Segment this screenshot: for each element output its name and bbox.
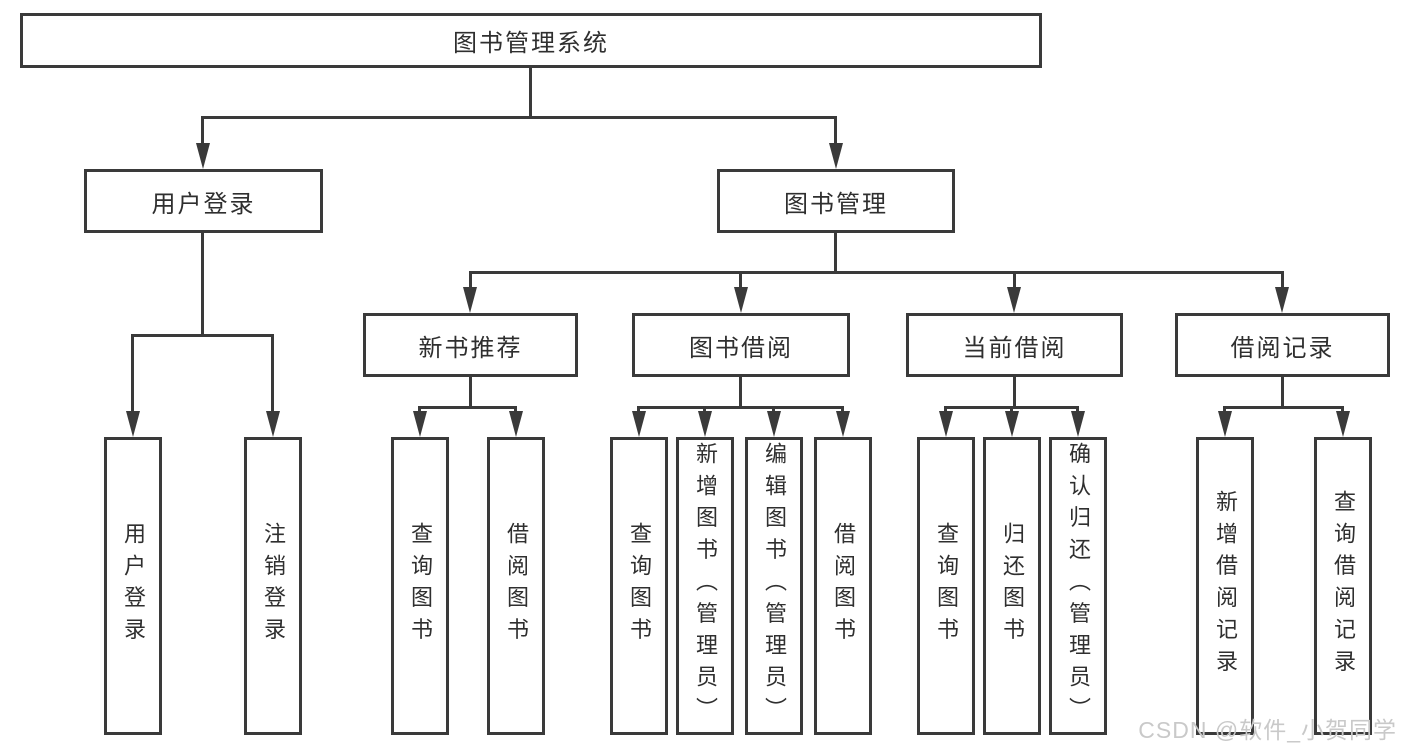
- node-label: 图书管理: [784, 190, 888, 218]
- node-label: 查询借阅记录: [1331, 490, 1356, 682]
- node-label: 查询图书: [408, 522, 433, 650]
- node-new-book-recommend: 新书推荐: [363, 313, 578, 377]
- arrow-down-icon: [632, 411, 646, 437]
- node-edit-books-admin: 编辑图书（管理员）: [745, 437, 803, 735]
- connector-line: [529, 68, 532, 117]
- connector-line: [1013, 376, 1016, 408]
- node-add-books-admin: 新增图书（管理员）: [676, 437, 734, 735]
- connector-line: [739, 271, 742, 291]
- arrow-down-icon: [698, 411, 712, 437]
- node-query-books-2: 查询图书: [610, 437, 668, 735]
- connector-line: [469, 271, 1284, 274]
- connector-line: [739, 376, 742, 408]
- connector-line: [271, 334, 274, 414]
- node-label: 借阅记录: [1230, 334, 1335, 362]
- arrow-down-icon: [266, 411, 280, 437]
- node-label: 图书管理系统: [453, 30, 609, 57]
- node-label: 图书借阅: [689, 334, 793, 362]
- node-current-borrowing: 当前借阅: [906, 313, 1123, 377]
- connector-line: [834, 116, 837, 146]
- connector-line: [834, 232, 837, 273]
- node-label: 归还图书: [1000, 522, 1025, 650]
- node-add-borrow-record: 新增借阅记录: [1196, 437, 1254, 735]
- node-borrow-books-1: 借阅图书: [487, 437, 545, 735]
- node-label: 查询图书: [934, 522, 959, 650]
- connector-line: [637, 406, 844, 409]
- arrow-down-icon: [1275, 287, 1289, 313]
- node-label: 新增图书（管理员）: [693, 442, 718, 730]
- node-query-books-3: 查询图书: [917, 437, 975, 735]
- connector-line: [418, 406, 517, 409]
- node-label: 注销登录: [261, 522, 286, 650]
- node-label: 新书推荐: [418, 334, 523, 362]
- arrow-down-icon: [829, 143, 843, 169]
- arrow-down-icon: [1007, 287, 1021, 313]
- arrow-down-icon: [196, 143, 210, 169]
- arrow-down-icon: [413, 411, 427, 437]
- connector-line: [131, 334, 274, 337]
- connector-line: [201, 116, 837, 119]
- node-book-borrowing: 图书借阅: [632, 313, 850, 377]
- node-label: 查询图书: [627, 522, 652, 650]
- connector-line: [1013, 271, 1016, 291]
- node-label: 借阅图书: [504, 522, 529, 650]
- arrow-down-icon: [1336, 411, 1350, 437]
- connector-line: [469, 376, 472, 408]
- node-label: 当前借阅: [962, 334, 1067, 362]
- arrow-down-icon: [463, 287, 477, 313]
- node-query-books-1: 查询图书: [391, 437, 449, 735]
- node-borrow-books-2: 借阅图书: [814, 437, 872, 735]
- node-label: 确认归还（管理员）: [1066, 442, 1091, 730]
- connector-line: [1281, 376, 1284, 408]
- node-label: 用户登录: [121, 522, 146, 650]
- node-user-login: 用户登录: [104, 437, 162, 735]
- arrow-down-icon: [734, 287, 748, 313]
- node-user-login-group: 用户登录: [84, 169, 323, 233]
- arrow-down-icon: [126, 411, 140, 437]
- arrow-down-icon: [1218, 411, 1232, 437]
- node-label: 借阅图书: [831, 522, 856, 650]
- connector-line: [201, 116, 204, 146]
- node-book-management-group: 图书管理: [717, 169, 955, 233]
- node-library-management-system: 图书管理系统: [20, 13, 1042, 68]
- node-label: 用户登录: [151, 190, 256, 218]
- arrow-down-icon: [767, 411, 781, 437]
- arrow-down-icon: [1005, 411, 1019, 437]
- arrow-down-icon: [939, 411, 953, 437]
- connector-line: [131, 334, 134, 414]
- arrow-down-icon: [1071, 411, 1085, 437]
- node-borrowing-records: 借阅记录: [1175, 313, 1390, 377]
- connector-line: [469, 271, 472, 291]
- connector-line: [1281, 271, 1284, 291]
- node-label: 编辑图书（管理员）: [762, 442, 787, 730]
- arrow-down-icon: [509, 411, 523, 437]
- node-confirm-return-admin: 确认归还（管理员）: [1049, 437, 1107, 735]
- node-label: 新增借阅记录: [1213, 490, 1238, 682]
- arrow-down-icon: [836, 411, 850, 437]
- connector-line: [1223, 406, 1344, 409]
- connector-line: [201, 232, 204, 336]
- node-return-books: 归还图书: [983, 437, 1041, 735]
- node-logout: 注销登录: [244, 437, 302, 735]
- node-query-borrow-record: 查询借阅记录: [1314, 437, 1372, 735]
- csdn-watermark: CSDN @软件_小贺同学: [1138, 717, 1397, 743]
